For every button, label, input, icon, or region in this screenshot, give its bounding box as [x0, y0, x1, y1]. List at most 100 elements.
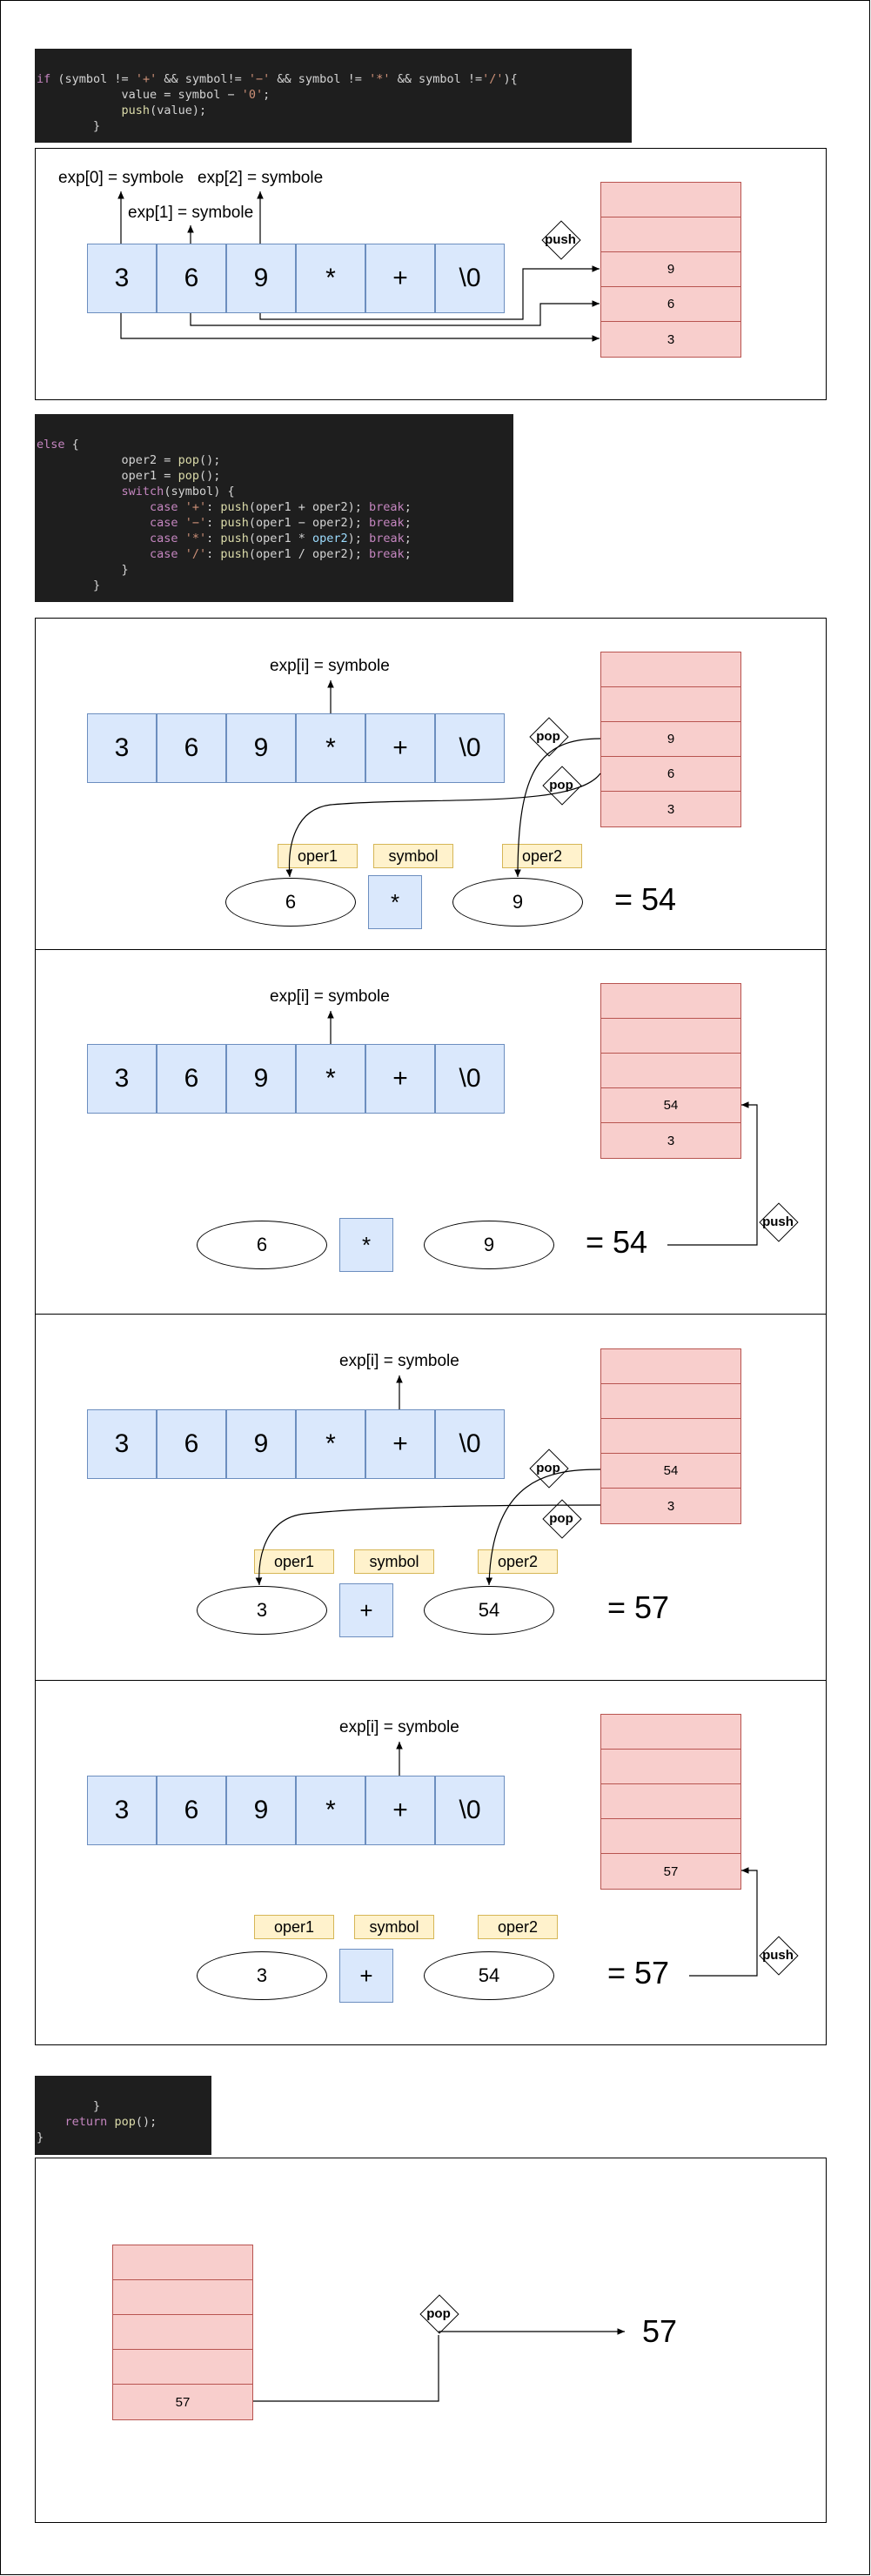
result: = 54 — [586, 1224, 648, 1260]
stack-slot — [601, 652, 740, 687]
expression-cell: + — [365, 1409, 435, 1479]
operator-value: * — [339, 1218, 393, 1272]
expi-label: exp[i] = symbole — [270, 987, 390, 1006]
stack-slot: 57 — [113, 2385, 252, 2419]
oper1-tag: oper1 — [278, 844, 358, 868]
oper2-tag: oper2 — [478, 1915, 558, 1939]
expression-cell: 3 — [87, 713, 157, 783]
code-line: } — [37, 563, 129, 577]
oper1-value: 3 — [197, 1951, 327, 2000]
pop-diamond: pop — [526, 1446, 570, 1489]
expression-cell: 6 — [157, 244, 226, 313]
stack-slot: 3 — [601, 322, 740, 357]
stack-slot — [601, 1715, 740, 1750]
code-line: switch(symbol) { — [121, 485, 235, 498]
result: = 57 — [607, 1589, 670, 1625]
code-line: } — [37, 2131, 44, 2144]
expression-cell: * — [296, 244, 365, 313]
stack-slot: 57 — [601, 1854, 740, 1889]
oper2-value: 9 — [452, 878, 583, 927]
result: = 54 — [614, 881, 677, 917]
exp2-label: exp[2] = symbole — [198, 169, 324, 187]
code-line-if: if (symbol != '+' && symbol!= '−' && sym… — [37, 72, 518, 86]
expression-cell: + — [365, 1044, 435, 1114]
stack-slot: 3 — [601, 1489, 740, 1523]
expression-cell: 3 — [87, 1409, 157, 1479]
oper1-value: 6 — [197, 1221, 327, 1269]
stack-slot — [601, 1750, 740, 1784]
expression-cell: 6 — [157, 1776, 226, 1845]
expression-cell: 3 — [87, 1044, 157, 1114]
oper1-value: 3 — [197, 1586, 327, 1635]
expression-cell: 9 — [226, 1776, 296, 1845]
pop-diamond: pop — [539, 763, 583, 806]
stack-slot — [601, 1384, 740, 1419]
expi-label: exp[i] = symbole — [339, 1352, 459, 1370]
stack-slot — [601, 217, 740, 252]
stack-slot — [601, 183, 740, 217]
expression-cell: + — [365, 1776, 435, 1845]
code-line: } — [37, 579, 101, 592]
code-line: oper2 = pop(); — [37, 453, 221, 467]
expression-cell: 6 — [157, 1044, 226, 1114]
push-diamond: push — [756, 1200, 800, 1243]
code-line: } — [37, 2099, 101, 2113]
stack-slot: 9 — [601, 722, 740, 757]
stack-slot: 6 — [601, 287, 740, 322]
code-block-if: if (symbol != '+' && symbol!= '−' && sym… — [35, 49, 632, 143]
stack-slot — [601, 984, 740, 1019]
expression-cell: 6 — [157, 713, 226, 783]
stack-slot: 6 — [601, 757, 740, 792]
result: = 57 — [607, 1955, 670, 1991]
expression-cell: 3 — [87, 244, 157, 313]
stack-slot — [601, 1019, 740, 1054]
symbol-tag: symbol — [354, 1915, 434, 1939]
final-result: 57 — [642, 2313, 678, 2349]
stack-slot — [601, 1784, 740, 1819]
symbol-tag: symbol — [373, 844, 453, 868]
stack-slot — [113, 2280, 252, 2315]
code-block-else: else { oper2 = pop(); oper1 = pop(); swi… — [35, 414, 513, 602]
code-line: } — [37, 119, 101, 133]
code-line: case '/': push(oper1 / oper2); break; — [150, 547, 412, 561]
oper2-tag: oper2 — [478, 1549, 558, 1574]
pop-diamond: pop — [539, 1496, 583, 1540]
expression-cell: \0 — [435, 244, 505, 313]
expression-cell: \0 — [435, 713, 505, 783]
code-block-return: } return pop();} — [35, 2076, 211, 2155]
expression-cell: \0 — [435, 1409, 505, 1479]
expression-cell: \0 — [435, 1776, 505, 1845]
expression-cell: 9 — [226, 713, 296, 783]
stack-slot — [601, 1054, 740, 1088]
stack: 57 — [600, 1714, 741, 1890]
stack-slot — [601, 1349, 740, 1384]
expression-cell: 9 — [226, 1409, 296, 1479]
stack: 57 — [112, 2245, 253, 2420]
code-line: case '+': push(oper1 + oper2); break; — [150, 500, 412, 514]
expression-cell: 9 — [226, 244, 296, 313]
expression-cell: + — [365, 244, 435, 313]
code-line: push(value); — [121, 104, 207, 117]
oper1-value: 6 — [225, 878, 356, 927]
stack-slot: 54 — [601, 1454, 740, 1489]
oper1-tag: oper1 — [254, 1915, 334, 1939]
code-line: case '*': push(oper1 * oper2); break; — [150, 532, 412, 545]
code-line: else { — [37, 438, 79, 452]
expression-cell: * — [296, 713, 365, 783]
stack-slot — [601, 1419, 740, 1454]
operator-value: * — [368, 875, 422, 929]
code-line: case '−': push(oper1 − oper2); break; — [150, 516, 412, 530]
stack-slot — [113, 2245, 252, 2280]
operator-value: + — [339, 1949, 393, 2003]
stack-slot: 3 — [601, 792, 740, 826]
symbol-tag: symbol — [354, 1549, 434, 1574]
code-line: value = symbol − '0'; — [37, 88, 271, 102]
expression-cell: 9 — [226, 1044, 296, 1114]
expression-cell: * — [296, 1044, 365, 1114]
stack-slot — [601, 1819, 740, 1854]
expression-cell: * — [296, 1776, 365, 1845]
expression-cell: * — [296, 1409, 365, 1479]
